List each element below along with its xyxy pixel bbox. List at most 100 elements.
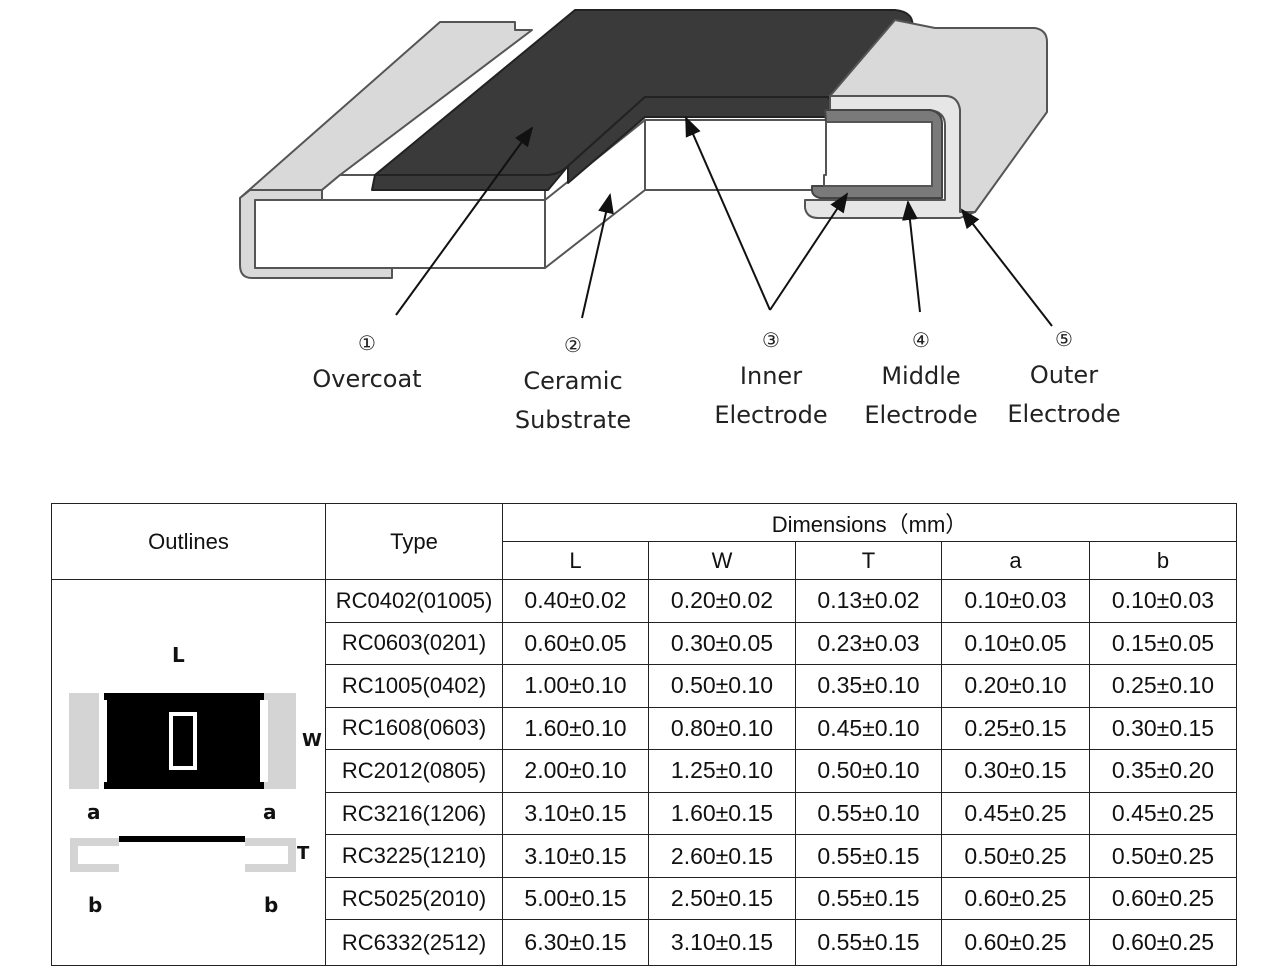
- value-W: 3.10±0.15: [648, 919, 796, 966]
- header-col-W: W: [648, 541, 796, 580]
- callout-label-line1: Ceramic: [523, 367, 623, 395]
- table-row: RC3225(1210) 3.10±0.15 2.60±0.15 0.55±0.…: [52, 834, 1237, 878]
- value-L: 6.30±0.15: [502, 919, 649, 966]
- value-a: 0.25±0.15: [941, 706, 1090, 751]
- side-right-terminal: [245, 838, 296, 872]
- header-col-a: a: [941, 541, 1090, 580]
- left-terminal-pad: [69, 693, 99, 789]
- value-T: 0.45±0.10: [795, 706, 942, 751]
- callout-inner-electrode: ③ Inner Electrode: [714, 323, 827, 435]
- value-b: 0.60±0.25: [1089, 876, 1237, 921]
- right-electrode: [804, 19, 1048, 219]
- callout-number: ②: [564, 333, 582, 357]
- value-T: 0.13±0.02: [795, 579, 942, 623]
- callout-label-line2: Electrode: [714, 401, 828, 429]
- value-W: 0.50±0.10: [648, 664, 796, 708]
- chip-resistor-cutaway: [239, 9, 1053, 327]
- value-W: 0.80±0.10: [648, 706, 796, 751]
- outline-label-b-left: b: [88, 893, 103, 917]
- callout-number: ①: [358, 331, 376, 355]
- value-a: 0.60±0.25: [941, 919, 1090, 966]
- right-terminal-pad: [264, 693, 296, 789]
- value-T: 0.55±0.10: [795, 791, 942, 836]
- value-a: 0.50±0.25: [941, 834, 1090, 878]
- type-cell: RC3225(1210): [325, 834, 503, 878]
- type-cell: RC2012(0805): [325, 749, 503, 793]
- outline-label-a-right: a: [263, 800, 277, 824]
- table-row: RC0603(0201) 0.60±0.05 0.30±0.05 0.23±0.…: [52, 621, 1237, 666]
- value-T: 0.55±0.15: [795, 919, 942, 966]
- value-W: 0.20±0.02: [648, 579, 796, 623]
- side-left-terminal: [70, 838, 119, 872]
- callout-outer-electrode: ⑤ Outer Electrode: [1007, 322, 1120, 434]
- outline-label-a-left: a: [87, 800, 101, 824]
- value-a: 0.60±0.25: [941, 876, 1090, 921]
- header-col-b: b: [1089, 541, 1237, 580]
- value-a: 0.45±0.25: [941, 791, 1090, 836]
- resistor-structure-diagram: ① Overcoat ② Ceramic Substrate ③ Inner E…: [0, 0, 1280, 480]
- value-W: 2.50±0.15: [648, 876, 796, 921]
- table-row: L W a a T b b RC0402(01005) 0.40±0.02 0.…: [51, 579, 1237, 966]
- callout-label-line1: Outer: [1029, 361, 1099, 389]
- callout-label-line2: Electrode: [1007, 400, 1121, 428]
- value-b: 0.10±0.03: [1089, 579, 1237, 623]
- outline-label-W: W: [302, 730, 322, 751]
- table-row: RC1608(0603) 1.60±0.10 0.80±0.10 0.45±0.…: [52, 706, 1237, 751]
- outline-svg: [69, 693, 296, 872]
- value-a: 0.30±0.15: [941, 749, 1090, 793]
- outline-drawing: L W a a T b b: [52, 580, 324, 965]
- value-a: 0.10±0.03: [941, 579, 1090, 623]
- value-W: 2.60±0.15: [648, 834, 796, 878]
- value-b: 0.15±0.05: [1089, 621, 1237, 666]
- value-b: 0.35±0.20: [1089, 749, 1237, 793]
- callout-ceramic-substrate: ② Ceramic Substrate: [515, 328, 631, 440]
- outline-drawing-cell: L W a a T b b: [51, 579, 326, 966]
- header-outlines: Outlines: [51, 503, 326, 580]
- header-dimensions: Dimensions（mm）: [502, 503, 1237, 542]
- value-a: 0.20±0.10: [941, 664, 1090, 708]
- left-electrode: [239, 21, 533, 279]
- dimensions-table: Outlines Type Dimensions（mm） L W T a b: [51, 503, 1237, 966]
- callout-number: ③: [762, 328, 780, 352]
- outline-label-T: T: [297, 843, 310, 864]
- value-W: 1.60±0.15: [648, 791, 796, 836]
- value-T: 0.23±0.03: [795, 621, 942, 666]
- resistor-body: [104, 693, 264, 789]
- table-row: RC1005(0402) 1.00±0.10 0.50±0.10 0.35±0.…: [52, 664, 1237, 708]
- resistive-element: [169, 712, 197, 770]
- value-L: 0.60±0.05: [502, 621, 649, 666]
- header-col-L: L: [502, 541, 649, 580]
- type-cell: RC1608(0603): [325, 706, 503, 751]
- table-row: RC5025(2010) 5.00±0.15 2.50±0.15 0.55±0.…: [52, 876, 1237, 921]
- value-L: 3.10±0.15: [502, 834, 649, 878]
- type-cell: RC6332(2512): [325, 919, 503, 966]
- callout-label-line1: Inner: [739, 362, 803, 390]
- value-T: 0.55±0.15: [795, 834, 942, 878]
- value-L: 2.00±0.10: [502, 749, 649, 793]
- value-W: 1.25±0.10: [648, 749, 796, 793]
- callout-middle-electrode: ④ Middle Electrode: [864, 323, 977, 435]
- side-overcoat: [119, 836, 245, 842]
- value-b: 0.30±0.15: [1089, 706, 1237, 751]
- value-b: 0.25±0.10: [1089, 664, 1237, 708]
- value-b: 0.60±0.25: [1089, 919, 1237, 966]
- table-row: RC6332(2512) 6.30±0.15 3.10±0.15 0.55±0.…: [52, 919, 1237, 966]
- table-row: RC2012(0805) 2.00±0.10 1.25±0.10 0.50±0.…: [52, 749, 1237, 793]
- type-cell: RC5025(2010): [325, 876, 503, 921]
- table-row: RC3216(1206) 3.10±0.15 1.60±0.15 0.55±0.…: [52, 791, 1237, 836]
- header-type: Type: [325, 503, 503, 580]
- value-T: 0.50±0.10: [795, 749, 942, 793]
- value-W: 0.30±0.05: [648, 621, 796, 666]
- callout-number: ④: [912, 328, 930, 352]
- value-a: 0.10±0.05: [941, 621, 1090, 666]
- header-col-T: T: [795, 541, 942, 580]
- value-b: 0.50±0.25: [1089, 834, 1237, 878]
- value-T: 0.55±0.15: [795, 876, 942, 921]
- value-L: 3.10±0.15: [502, 791, 649, 836]
- callout-label-line1: Middle: [881, 362, 961, 390]
- callout-arrows: [395, 116, 1053, 327]
- overcoat-layer: [371, 9, 914, 191]
- callout-label-line1: Overcoat: [312, 365, 422, 393]
- outline-label-L: L: [172, 643, 185, 667]
- value-L: 5.00±0.15: [502, 876, 649, 921]
